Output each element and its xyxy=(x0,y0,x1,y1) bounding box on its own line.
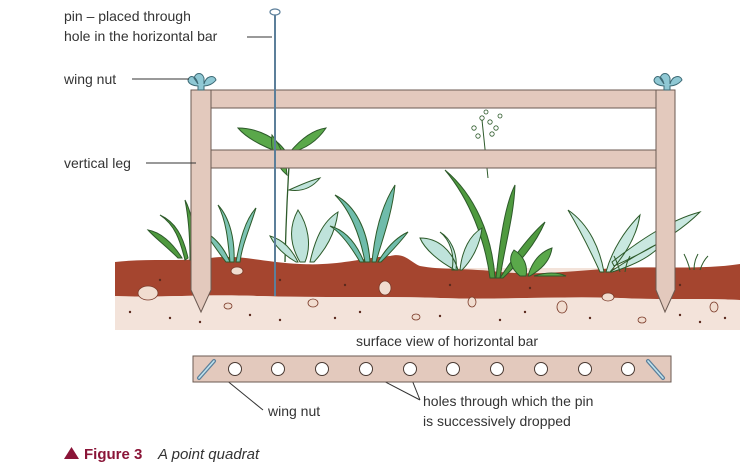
plant-pale-broad xyxy=(269,209,339,263)
bar-hole xyxy=(315,362,329,376)
surface-wing-nut-left-icon-inner xyxy=(198,360,215,379)
plant-teal-left xyxy=(203,204,257,263)
leaf-left-4 xyxy=(287,177,322,191)
vertical-leg-label: vertical leg xyxy=(64,155,131,171)
leaf-left-2 xyxy=(288,127,328,153)
bar-hole xyxy=(534,362,548,376)
flower-buds xyxy=(471,109,503,139)
horizontal-bar-middle xyxy=(210,149,657,169)
figure-title: A point quadrat xyxy=(157,446,260,463)
surface-view-bar xyxy=(192,355,672,383)
wing-nut-right-icon xyxy=(653,73,683,91)
bar-hole xyxy=(621,362,635,376)
up-triangle-icon xyxy=(64,447,79,459)
plant-broad-left xyxy=(419,227,483,271)
bar-hole xyxy=(446,362,460,376)
pin-label-line2: hole in the horizontal bar xyxy=(64,28,218,44)
soil-dotted-base xyxy=(115,295,740,330)
plant-rosette xyxy=(510,247,567,277)
vertical-leg-left xyxy=(190,89,212,314)
soil-surface xyxy=(115,255,740,300)
plant-teal-center xyxy=(329,184,409,263)
wing-nut-left-icon xyxy=(187,73,217,91)
plant-grass-right-2 xyxy=(613,255,631,273)
bar-hole xyxy=(490,362,504,376)
pin-head xyxy=(269,8,281,16)
vertical-leg-right xyxy=(655,89,676,314)
bar-hole xyxy=(228,362,242,376)
bar-hole xyxy=(271,362,285,376)
bar-holes xyxy=(228,362,635,376)
bar-hole xyxy=(359,362,373,376)
plant-grass-right xyxy=(683,253,709,271)
plants xyxy=(146,109,709,279)
holes-label-line2: is successively dropped xyxy=(423,413,571,429)
plant-flower-stem xyxy=(481,119,489,179)
pin-label-line1: pin – placed through xyxy=(64,8,191,24)
surface-bar xyxy=(192,355,672,383)
soil-speckles xyxy=(128,278,727,324)
surface-wing-nut-right-icon-inner xyxy=(647,360,664,379)
plant-grass-center xyxy=(444,169,546,279)
plant-grass-left xyxy=(146,199,195,261)
quadrat-frame xyxy=(187,73,683,314)
bar-hole xyxy=(578,362,592,376)
holes-label-line1: holes through which the pin xyxy=(423,393,593,409)
pin xyxy=(269,8,281,296)
surface-view-label: surface view of horizontal bar xyxy=(356,333,538,349)
plant-pale-right xyxy=(567,209,702,273)
wing-nut-top-label: wing nut xyxy=(63,71,116,87)
wing-nut-bottom-label: wing nut xyxy=(267,403,320,419)
horizontal-bar-top xyxy=(210,89,657,109)
bar-hole xyxy=(403,362,417,376)
soil-pebbles xyxy=(137,266,719,324)
soil xyxy=(115,255,740,330)
figure-number: Figure 3 xyxy=(84,446,142,463)
